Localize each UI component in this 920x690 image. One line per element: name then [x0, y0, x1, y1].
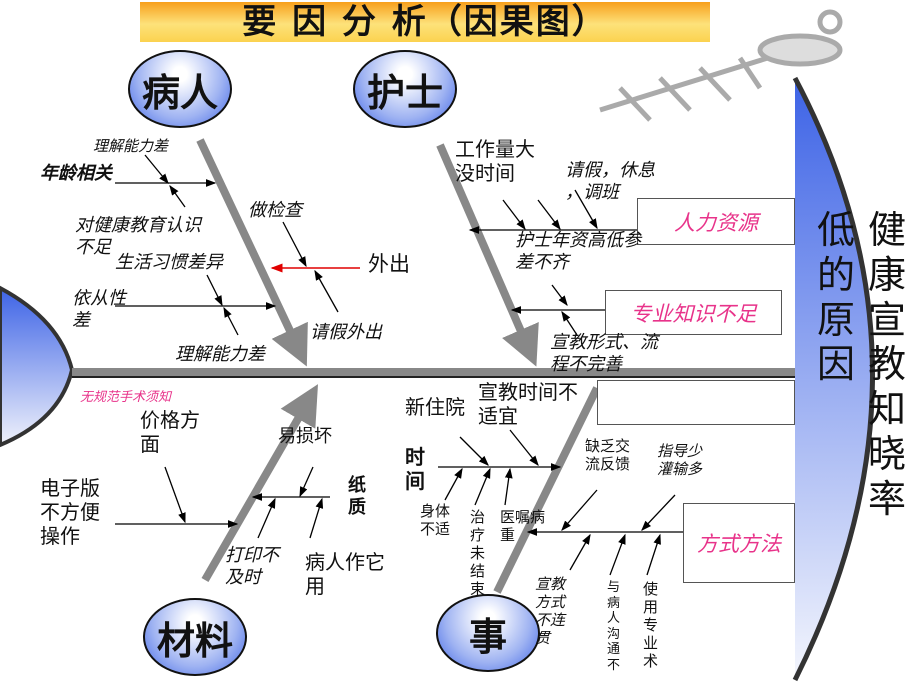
fish-skeleton-decoration [599, 9, 843, 122]
cause-label: 年龄相关 [40, 163, 112, 184]
cause-label: 新住院 [405, 395, 465, 419]
cause-label: 易损坏 [278, 426, 332, 447]
cause-label: 理解能力差 [175, 344, 265, 365]
cause-label: 缺乏交 流反馈 [585, 437, 631, 473]
cause-label: 与 病 人 沟 通 不 [607, 580, 621, 673]
bone-matter [493, 386, 601, 594]
cause-label: 护士年资高低参 差不齐 [515, 230, 641, 273]
category-matter: 事 [436, 594, 540, 672]
box-empty [597, 380, 795, 425]
box-knowledge: 专业知识不足 [605, 290, 782, 335]
cause-label: 依从性 差 [72, 288, 126, 331]
cause-label: 宣教 方式 不连 贯 [535, 575, 566, 647]
category-material: 材料 [143, 598, 247, 676]
cause-label: 请假，休息 ，调班 [565, 160, 655, 203]
bone-patient [196, 138, 308, 367]
effect-text-2: 健康宣教知晓率 [867, 208, 906, 521]
cause-label: 指导少 灌输多 [657, 442, 703, 478]
cause-label: 医嘱病 重 [500, 508, 546, 544]
cause-label: 做检查 [248, 200, 302, 221]
cause-label: 价格方 面 [140, 408, 200, 456]
cause-label: 理解能力差 [93, 137, 169, 155]
cause-label: 宣教形式、流 程不完善 [550, 332, 658, 375]
box-human-resources: 人力资源 [637, 198, 795, 245]
cause-label: 工作量大 没时间 [455, 137, 535, 185]
cause-label: 对健康教育认识 不足 [75, 215, 201, 258]
cause-label: 宣教时间不 适宜 [478, 380, 578, 428]
page-title: 要 因 分 析（因果图） [140, 2, 710, 42]
cause-label: 无规范手术须知 [80, 390, 172, 405]
cause-label: 病人作它 用 [305, 550, 385, 598]
effect-text-1: 低的原因 [816, 208, 855, 387]
cause-label: 外出 [368, 252, 410, 276]
cause-label: 身体 不适 [420, 502, 451, 538]
category-nurse: 护士 [353, 50, 457, 128]
cause-label: 生活习惯差异 [115, 252, 223, 273]
bone-material [201, 384, 318, 582]
cause-label: 使 用 专 业 术 [643, 580, 659, 670]
cause-label: 电子版 不方便 操作 [40, 476, 100, 548]
category-patient: 病人 [128, 50, 232, 128]
bone-nurse [436, 143, 539, 367]
cause-label: 时 间 [405, 445, 425, 493]
box-method: 方式方法 [683, 503, 795, 583]
cause-label: 打印不 及时 [225, 545, 279, 588]
cause-label: 治 疗 未 结 束 [470, 508, 486, 598]
fish-tail [0, 285, 75, 448]
cause-label: 纸 质 [348, 475, 366, 518]
cause-label: 请假外出 [310, 322, 382, 343]
